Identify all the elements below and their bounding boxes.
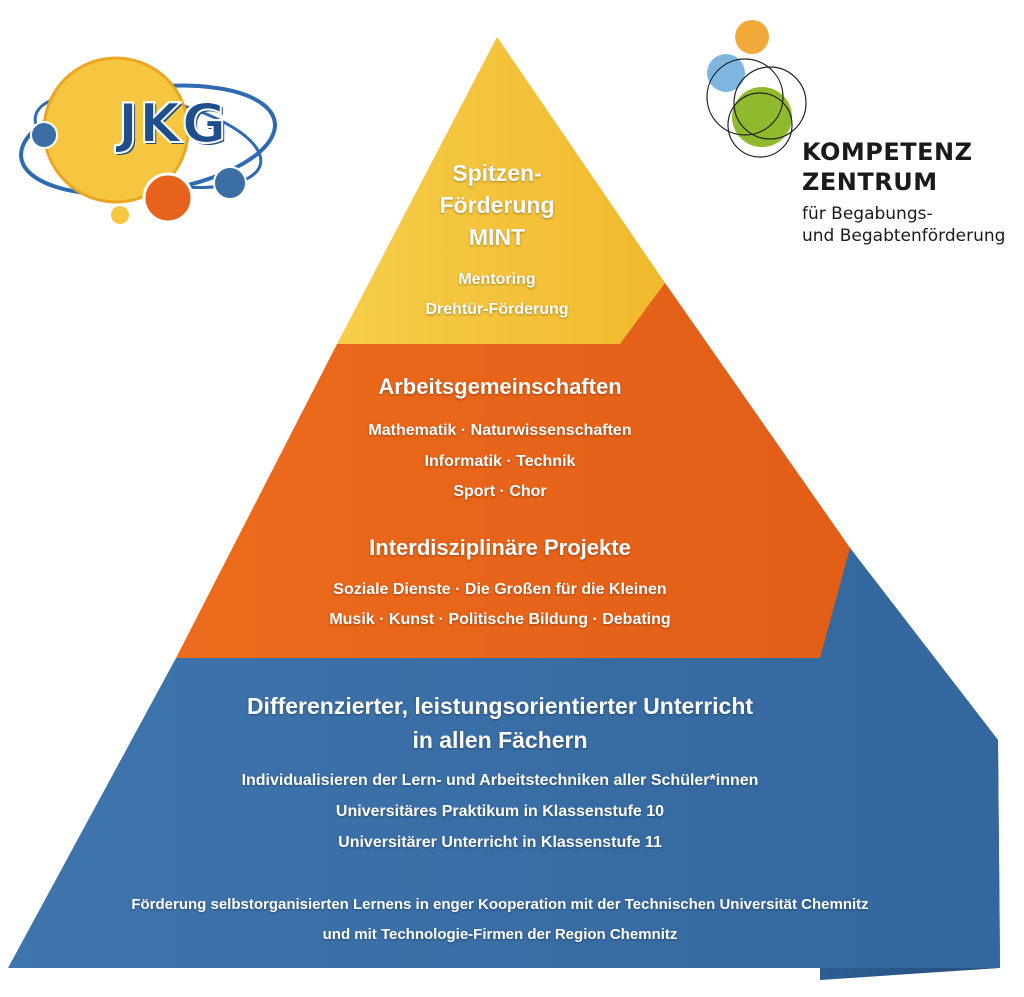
pyramid-tier-top <box>337 37 665 344</box>
middle-tier-item-1: Mathematik · Naturwissenschaften <box>368 422 632 439</box>
middle-tier-heading-projekte: Interdisziplinäre Projekte <box>369 535 631 560</box>
bottom-tier-item-4: Förderung selbstorganisierten Lernens in… <box>131 896 869 913</box>
middle-tier-item-4: Soziale Dienste · Die Großen für die Kle… <box>333 581 667 598</box>
kompetenzzentrum-logo-circles <box>706 20 807 158</box>
pyramid-tier-middle <box>176 283 850 658</box>
kompetenzzentrum-subtitle-line2: und Begabtenförderung <box>802 226 1006 246</box>
jkg-logo-text: JKG <box>117 91 228 156</box>
bottom-tier-heading-line1: Differenzierter, leistungsorientierter U… <box>246 693 754 719</box>
jkg-logo <box>19 56 277 226</box>
pyramid-tier-bottom <box>8 548 1000 968</box>
middle-tier-item-2: Informatik · Technik <box>424 453 576 470</box>
middle-tier-item-5: Musik · Kunst · Politische Bildung · Deb… <box>329 611 671 628</box>
kompetenzzentrum-title-line1: KOMPETENZ <box>802 138 973 166</box>
top-tier-item-mentoring: Mentoring <box>458 271 536 288</box>
top-tier-heading-line1: Spitzen- <box>452 160 542 186</box>
bottom-tier-item-5: und mit Technologie-Firmen der Region Ch… <box>322 926 678 943</box>
bottom-tier-item-1: Individualisieren der Lern- und Arbeitst… <box>241 772 759 789</box>
top-tier-item-drehtuer: Drehtür-Förderung <box>425 301 569 318</box>
top-tier-heading-line2: Förderung <box>439 192 555 218</box>
kompetenzzentrum-subtitle-line1: für Begabungs- <box>802 204 933 224</box>
bottom-tier-item-3: Universitärer Unterricht in Klassenstufe… <box>338 834 662 851</box>
kompetenzzentrum-title-line2: ZENTRUM <box>802 168 938 196</box>
middle-tier-item-3: Sport · Chor <box>453 483 547 500</box>
middle-tier-heading-ags: Arbeitsgemeinschaften <box>378 374 622 399</box>
bottom-tier-heading-line2: in allen Fächern <box>412 727 588 753</box>
top-tier-heading-line3: MINT <box>468 224 526 250</box>
bottom-tier-item-2: Universitäres Praktikum in Klassenstufe … <box>335 803 665 820</box>
